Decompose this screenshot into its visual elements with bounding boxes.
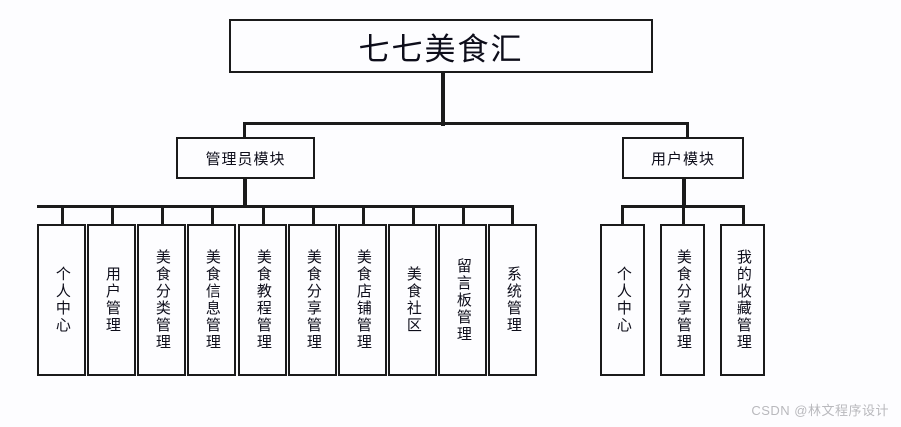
connector-drop-admin-5 [262, 205, 265, 226]
connector-drop-admin-7 [362, 205, 365, 226]
leaf-node-admin-1: 个人中心 [37, 224, 86, 376]
connector-drop-user-1 [621, 205, 624, 226]
leaf-node-admin-5: 美食教程管理 [238, 224, 287, 376]
connector-drop-admin-4 [211, 205, 214, 226]
connector-user-stem [682, 179, 686, 207]
connector-drop-user [686, 122, 689, 139]
leaf-node-admin-7: 美食店铺管理 [338, 224, 387, 376]
connector-drop-admin-6 [312, 205, 315, 226]
connector-drop-admin-1 [61, 205, 64, 226]
leaf-node-admin-4: 美食信息管理 [187, 224, 236, 376]
connector-drop-user-3 [742, 205, 745, 226]
connector-root-stem [441, 73, 445, 126]
connector-level1-bus [243, 122, 689, 125]
leaf-node-admin-8: 美食社区 [388, 224, 437, 376]
leaf-node-admin-3: 美食分类管理 [137, 224, 186, 376]
module-node-user: 用户模块 [622, 137, 744, 179]
connector-drop-admin [243, 122, 246, 139]
connector-drop-admin-3 [161, 205, 164, 226]
connector-drop-user-2 [682, 205, 685, 226]
leaf-node-user-3: 我的收藏管理 [720, 224, 765, 376]
module-node-admin: 管理员模块 [176, 137, 315, 179]
leaf-node-admin-6: 美食分享管理 [288, 224, 337, 376]
leaf-node-user-2: 美食分享管理 [660, 224, 705, 376]
leaf-node-admin-10: 系统管理 [488, 224, 537, 376]
csdn-watermark: CSDN @林文程序设计 [751, 403, 889, 418]
connector-drop-admin-10 [511, 205, 514, 226]
root-node-title: 七七美食汇 [229, 19, 653, 73]
connector-drop-admin-8 [412, 205, 415, 226]
leaf-node-user-1: 个人中心 [600, 224, 645, 376]
leaf-node-admin-2: 用户管理 [87, 224, 136, 376]
leaf-node-admin-9: 留言板管理 [438, 224, 487, 376]
connector-admin-stem [243, 179, 247, 207]
connector-drop-admin-2 [111, 205, 114, 226]
connector-admin-bus [37, 205, 513, 208]
connector-drop-admin-9 [462, 205, 465, 226]
